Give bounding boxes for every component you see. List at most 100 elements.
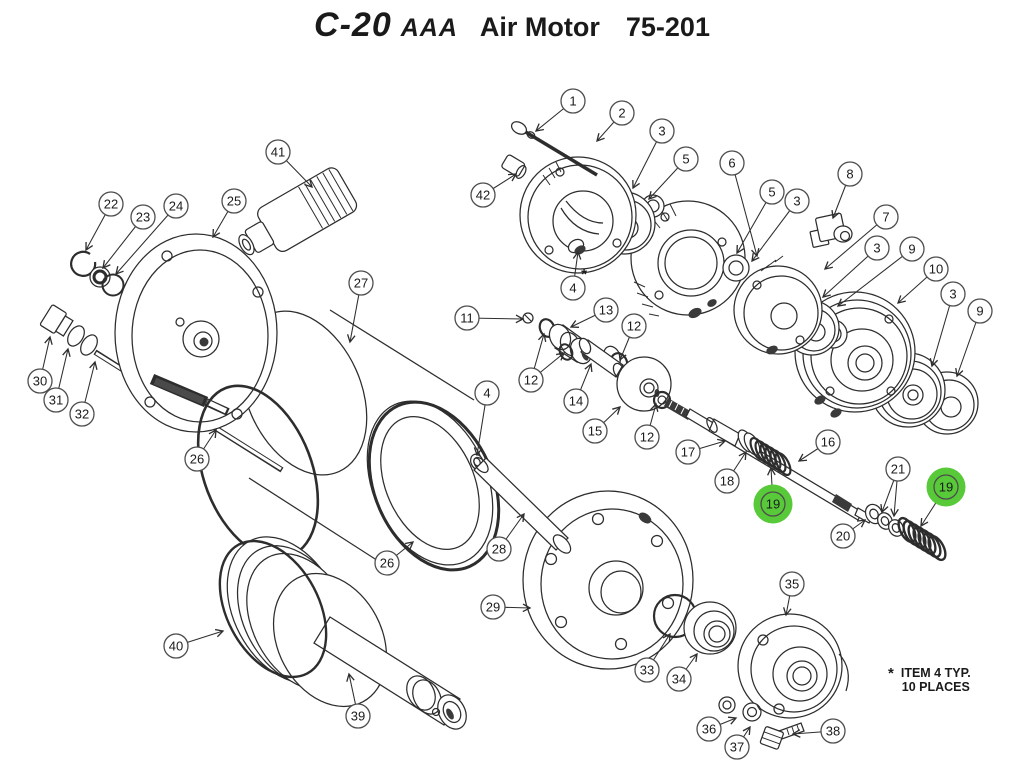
balloon-3-b[interactable]: 3 xyxy=(784,188,810,214)
part-air-fitting xyxy=(809,212,853,248)
page-title: C-20 AAA Air Motor 75-201 xyxy=(0,6,1024,45)
balloon-4-a[interactable]: 4* xyxy=(560,266,587,301)
balloon-label-3-d: 3 xyxy=(949,287,956,302)
balloon-circle-23 xyxy=(130,204,156,230)
balloon-26-a[interactable]: 26 xyxy=(184,446,210,472)
balloon-19-a[interactable]: 19 xyxy=(753,484,793,524)
balloon-label-26-b: 26 xyxy=(380,556,394,571)
balloon-40[interactable]: 40 xyxy=(163,633,189,659)
balloon-label-30: 30 xyxy=(33,374,47,389)
balloon-16[interactable]: 16 xyxy=(815,429,841,455)
balloon-26-b[interactable]: 26 xyxy=(374,550,400,576)
balloon-10[interactable]: 10 xyxy=(923,256,949,282)
balloon-label-7: 7 xyxy=(882,210,889,225)
balloon-label-19-b: 19 xyxy=(939,480,953,495)
balloon-circle-39 xyxy=(345,703,371,729)
balloon-label-42: 42 xyxy=(476,188,490,203)
balloon-6[interactable]: 6 xyxy=(719,150,745,176)
part-valve-disc xyxy=(616,356,672,412)
footnote-line-2: 10 PLACES xyxy=(901,680,970,694)
balloon-30[interactable]: 30 xyxy=(27,368,53,394)
balloon-circle-5-a xyxy=(673,146,699,172)
balloon-label-25: 25 xyxy=(227,194,241,209)
balloon-12-c[interactable]: 12 xyxy=(634,424,660,450)
balloon-9-b[interactable]: 9 xyxy=(967,298,993,324)
balloon-5-a[interactable]: 5 xyxy=(673,146,699,172)
part-valve-pin xyxy=(578,337,626,380)
balloon-label-41: 41 xyxy=(271,145,285,160)
leader-line-6 xyxy=(731,162,760,258)
balloon-13[interactable]: 13 xyxy=(593,297,619,323)
balloon-label-15: 15 xyxy=(588,424,602,439)
balloon-label-4-b: 4 xyxy=(483,386,490,401)
balloon-23[interactable]: 23 xyxy=(130,204,156,230)
balloon-circle-3-a xyxy=(649,118,675,144)
balloon-22[interactable]: 22 xyxy=(98,191,124,217)
balloon-circle-11 xyxy=(454,305,480,331)
balloon-circle-3-c xyxy=(864,235,890,261)
balloon-35[interactable]: 35 xyxy=(779,571,805,597)
balloon-5-b[interactable]: 5 xyxy=(759,179,785,205)
balloon-1[interactable]: 1 xyxy=(560,88,586,114)
balloon-7[interactable]: 7 xyxy=(873,204,899,230)
balloon-circle-10 xyxy=(923,256,949,282)
balloon-8[interactable]: 8 xyxy=(837,161,863,187)
balloon-12-a[interactable]: 12 xyxy=(518,367,544,393)
balloon-2[interactable]: 2 xyxy=(609,100,635,126)
balloon-circle-4-a xyxy=(560,275,586,301)
balloon-27[interactable]: 27 xyxy=(348,270,374,296)
balloon-3-d[interactable]: 3 xyxy=(940,281,966,307)
balloon-label-2: 2 xyxy=(618,106,625,121)
balloon-34[interactable]: 34 xyxy=(666,666,692,692)
balloon-37[interactable]: 37 xyxy=(724,734,750,760)
balloon-12-b[interactable]: 12 xyxy=(621,313,647,339)
balloon-28[interactable]: 28 xyxy=(486,536,512,562)
balloon-label-16: 16 xyxy=(821,435,835,450)
balloon-4-b[interactable]: 4 xyxy=(474,380,500,406)
balloon-42[interactable]: 42 xyxy=(470,182,496,208)
part-lock-washer xyxy=(742,702,762,722)
balloon-32[interactable]: 32 xyxy=(69,401,95,427)
leader-line-7 xyxy=(823,216,887,270)
balloon-label-3-a: 3 xyxy=(658,124,665,139)
balloon-20[interactable]: 20 xyxy=(830,523,856,549)
balloon-3-a[interactable]: 3 xyxy=(649,118,675,144)
balloon-circle-41 xyxy=(265,139,291,165)
balloon-label-10: 10 xyxy=(929,262,943,277)
balloon-18[interactable]: 18 xyxy=(714,468,740,494)
balloon-highlight-19-b xyxy=(926,467,966,507)
balloon-39[interactable]: 39 xyxy=(345,703,371,729)
balloon-label-21: 21 xyxy=(891,462,905,477)
balloon-41[interactable]: 41 xyxy=(265,139,291,165)
balloon-label-23: 23 xyxy=(136,210,150,225)
balloon-14[interactable]: 14 xyxy=(563,388,589,414)
part-muffler xyxy=(238,167,358,256)
part-spring-rear xyxy=(897,516,947,562)
part-spring-front xyxy=(749,436,792,477)
balloon-29[interactable]: 29 xyxy=(480,594,506,620)
balloon-33[interactable]: 33 xyxy=(634,657,660,683)
balloon-38[interactable]: 38 xyxy=(820,718,846,744)
balloon-31[interactable]: 31 xyxy=(43,387,69,413)
balloon-19-b[interactable]: 19 xyxy=(926,467,966,507)
balloon-11[interactable]: 11 xyxy=(454,305,480,331)
footnote-line-1: ITEM 4 TYP. xyxy=(900,666,971,680)
balloon-17[interactable]: 17 xyxy=(675,439,701,465)
balloon-label-9-a: 9 xyxy=(908,242,915,257)
part-output-hub xyxy=(737,613,849,719)
balloon-circle-18 xyxy=(714,468,740,494)
balloon-24[interactable]: 24 xyxy=(163,193,189,219)
balloon-36[interactable]: 36 xyxy=(696,716,722,742)
balloon-label-17: 17 xyxy=(681,445,695,460)
balloon-circle-26-a xyxy=(184,446,210,472)
balloon-21[interactable]: 21 xyxy=(885,456,911,482)
balloon-3-c[interactable]: 3 xyxy=(864,235,890,261)
balloon-label-40: 40 xyxy=(169,639,183,654)
balloon-15[interactable]: 15 xyxy=(582,418,608,444)
part-cap-screw xyxy=(510,121,598,177)
balloon-25[interactable]: 25 xyxy=(221,188,247,214)
balloon-9-a[interactable]: 9 xyxy=(899,236,925,262)
